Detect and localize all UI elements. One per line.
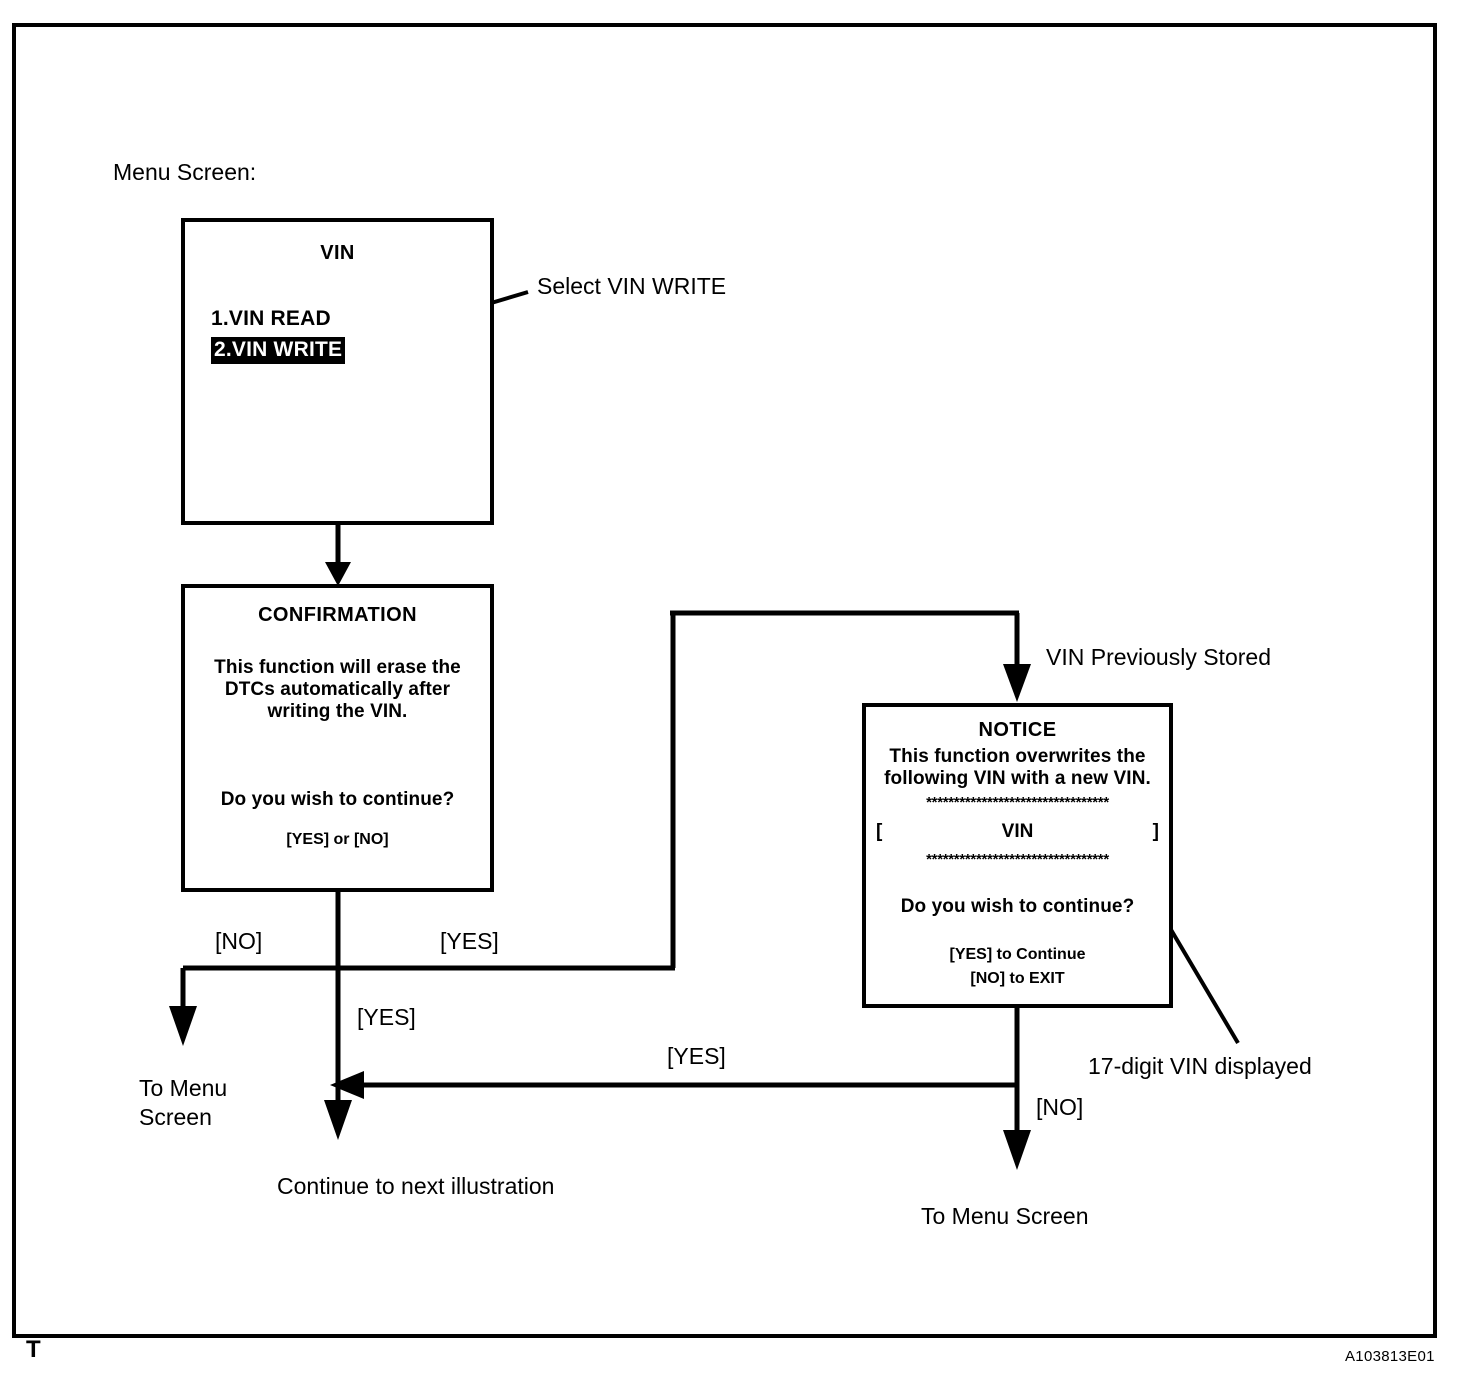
- vin-close-bracket: ]: [1152, 821, 1159, 842]
- notice-body-line-2: following VIN with a new VIN.: [884, 768, 1151, 789]
- branch-notice-no: [1003, 1008, 1031, 1170]
- annotation-vin-previously-stored: VIN Previously Stored: [1046, 644, 1271, 670]
- confirmation-options: [YES] or [NO]: [286, 831, 389, 848]
- notice-separator-top: *********************************: [926, 794, 1109, 811]
- annotation-17-digit-vin: 17-digit VIN displayed: [1088, 1053, 1312, 1079]
- figure-id-label: A103813E01: [1345, 1348, 1435, 1365]
- vin-open-bracket: [: [876, 821, 883, 842]
- terminal-to-menu-screen-right: To Menu Screen: [921, 1203, 1089, 1229]
- notice-vin-field: [ VIN ]: [866, 821, 1169, 843]
- notice-question: Do you wish to continue?: [900, 896, 1135, 917]
- notice-option-yes: [YES] to Continue: [949, 946, 1086, 963]
- confirmation-title: CONFIRMATION: [258, 604, 417, 626]
- confirmation-stem: [324, 892, 352, 1140]
- to-menu-screen-line-1: To Menu: [139, 1075, 228, 1101]
- confirmation-body-line-3: writing the VIN.: [267, 701, 408, 722]
- label-confirmation-no: [NO]: [215, 928, 263, 954]
- branch-confirmation-no: [169, 965, 338, 1046]
- vin-menu-title: VIN: [320, 242, 355, 264]
- menu-item-vin-read[interactable]: 1.VIN READ: [211, 307, 331, 330]
- vin-value: VIN: [1001, 821, 1034, 842]
- corner-marker-t: T: [26, 1336, 41, 1363]
- menu-screen-caption: Menu Screen:: [113, 159, 257, 185]
- notice-option-no: [NO] to EXIT: [970, 970, 1065, 987]
- notice-separator-bottom: *********************************: [926, 851, 1109, 868]
- terminal-continue-next-illustration: Continue to next illustration: [277, 1173, 555, 1199]
- confirmation-question: Do you wish to continue?: [220, 789, 455, 810]
- label-confirmation-yes-down: [YES]: [357, 1004, 416, 1030]
- annotation-select-vin-write: Select VIN WRITE: [537, 273, 727, 299]
- branch-notice-yes: [330, 1071, 1017, 1099]
- vin-menu-screen: VIN 1.VIN READ 2.VIN WRITE: [181, 218, 494, 525]
- confirmation-body-line-1: This function will erase the: [214, 657, 461, 678]
- label-notice-yes: [YES]: [667, 1043, 726, 1069]
- page-border: [12, 23, 1437, 1338]
- label-confirmation-yes-branch: [YES]: [440, 928, 499, 954]
- branch-confirmation-yes: [338, 610, 1031, 971]
- label-notice-no: [NO]: [1036, 1094, 1084, 1120]
- terminal-to-menu-screen-left: To Menu Screen: [139, 1074, 227, 1132]
- notice-screen: NOTICE This function overwrites the foll…: [862, 703, 1173, 1008]
- notice-title: NOTICE: [978, 719, 1057, 741]
- arrow-vin-to-confirmation: [325, 525, 351, 586]
- to-menu-screen-line-2: Screen: [139, 1103, 212, 1130]
- confirmation-screen: CONFIRMATION This function will erase th…: [181, 584, 494, 892]
- confirmation-body-line-2: DTCs automatically after: [224, 679, 451, 700]
- notice-body-line-1: This function overwrites the: [889, 746, 1146, 767]
- menu-item-vin-write[interactable]: 2.VIN WRITE: [211, 337, 346, 364]
